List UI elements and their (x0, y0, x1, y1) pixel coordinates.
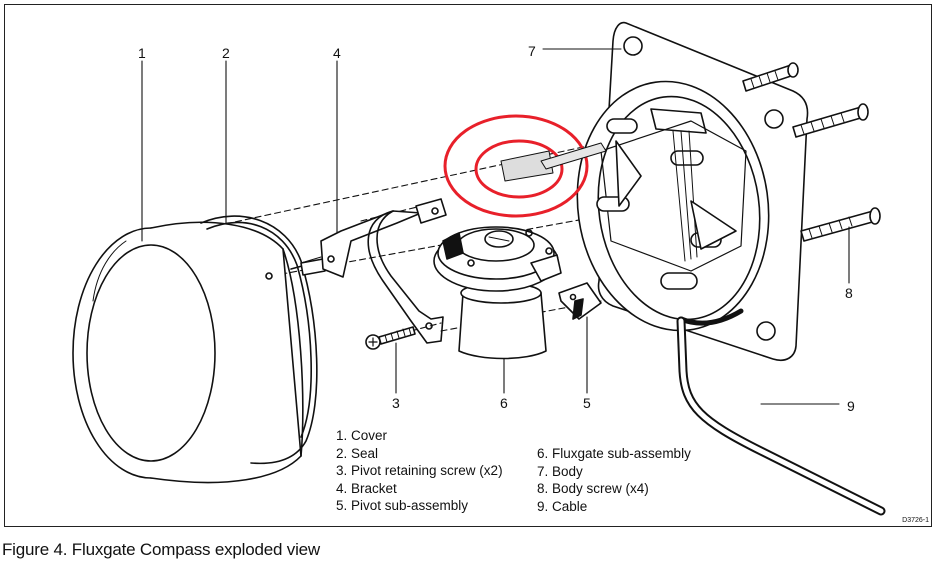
legend-item: 2. Seal (336, 445, 379, 461)
body-part (576, 21, 809, 362)
callout-9: 9 (847, 398, 855, 414)
callout-7: 7 (528, 43, 536, 59)
leader-lines (141, 48, 850, 405)
highlight-circles (443, 114, 589, 218)
cable-part (676, 316, 886, 516)
legend-item: 9. Cable (537, 498, 588, 514)
callout-6: 6 (500, 395, 508, 411)
legend-right: 6. Fluxgate sub-assembly 7. Body 8. Body… (537, 445, 691, 515)
bracket-part (320, 198, 447, 344)
fluxgate-sub-assembly-part (433, 226, 562, 360)
legend-item: 4. Bracket (336, 480, 397, 496)
drawing-code: D3726-1 (902, 517, 929, 524)
legend-item: 6. Fluxgate sub-assembly (537, 446, 691, 461)
callout-1: 1 (138, 45, 146, 61)
legend-item: 1. Cover (336, 428, 388, 443)
callout-8: 8 (845, 285, 853, 301)
pivot-retaining-screw (300, 258, 416, 350)
pivot-sub-assembly-part (558, 282, 602, 320)
diagram-frame: 1 2 4 7 3 6 5 8 9 1. Cover 2. Seal 3. Pi… (4, 4, 932, 527)
callout-2: 2 (222, 45, 230, 61)
body-screws (300, 62, 881, 264)
legend-item: 7. Body (537, 463, 583, 479)
callout-5: 5 (583, 395, 591, 411)
legend-item: 8. Body screw (x4) (537, 481, 649, 496)
legend-item: 3. Pivot retaining screw (x2) (336, 463, 503, 478)
highlighted-component (500, 142, 607, 182)
callout-4: 4 (333, 45, 341, 61)
figure-caption: Figure 4. Fluxgate Compass exploded view (2, 540, 320, 559)
legend-item: 5. Pivot sub-assembly (336, 498, 469, 513)
legend-left: 1. Cover 2. Seal 3. Pivot retaining scre… (336, 427, 503, 515)
cover-part (72, 221, 304, 484)
exploded-view-drawing (72, 21, 886, 516)
callout-3: 3 (392, 395, 400, 411)
